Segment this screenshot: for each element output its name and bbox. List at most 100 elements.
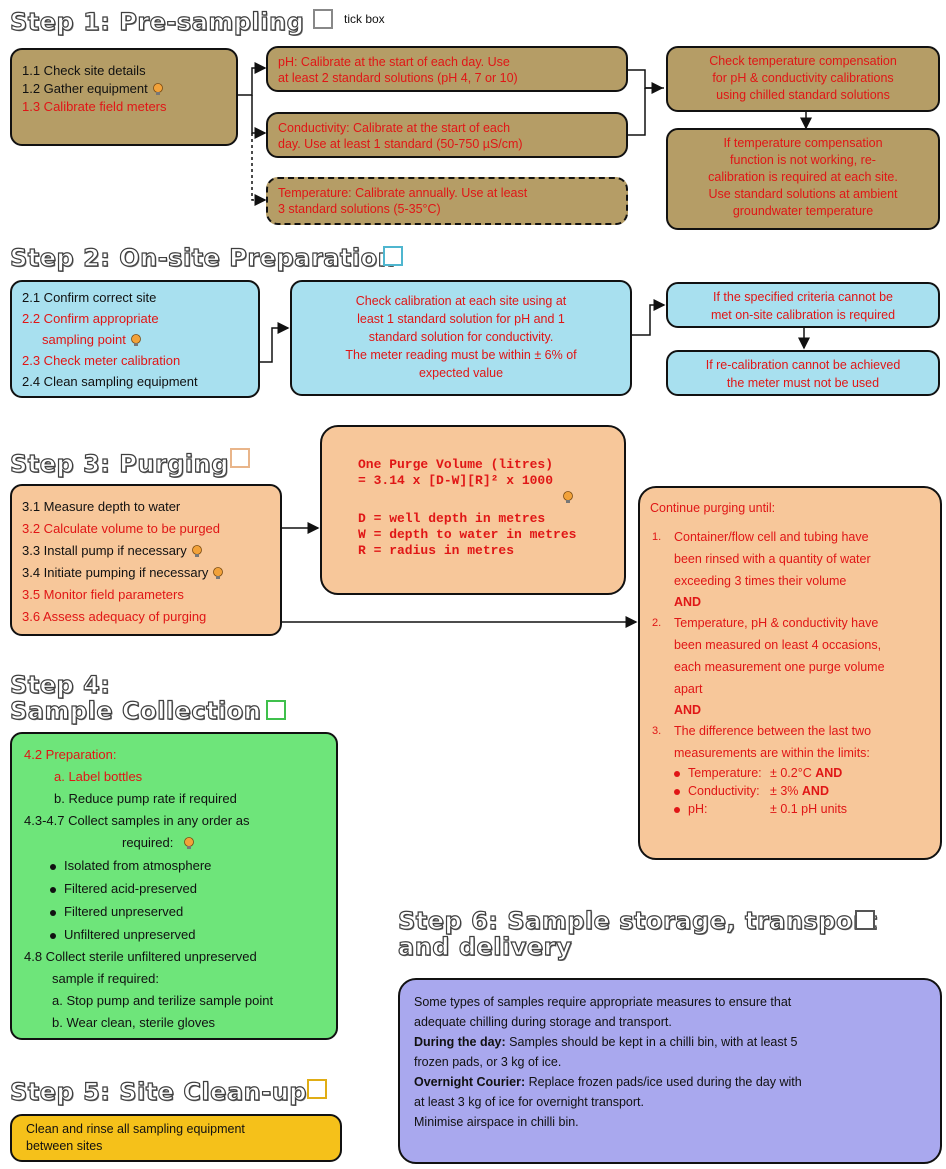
condition-2: 2. Temperature, pH & conductivity have b… xyxy=(650,612,930,720)
recalibration-box: If temperature compensation function is … xyxy=(666,128,940,230)
c2-line-4: apart xyxy=(674,682,703,696)
def-w: W = depth to water in metres xyxy=(358,527,577,542)
step6-title-line2: and delivery xyxy=(397,933,573,961)
criteria-line-2: met on-site calibration is required xyxy=(710,308,896,322)
c2-line-1: Temperature, pH & conductivity have xyxy=(674,616,879,630)
task-3-5: 3.5 Monitor field parameters xyxy=(22,587,184,602)
during-day-line-2: frozen pads, or 3 kg of ice. xyxy=(414,1055,562,1069)
task-3-3: 3.3 Install pump if necessary xyxy=(22,540,270,562)
storage-intro-2: adequate chilling during storage and tra… xyxy=(414,1015,672,1029)
check-line-1: Check calibration at each site using at xyxy=(355,294,567,308)
task-2-2-cont: sampling point xyxy=(22,329,248,350)
step2-tick-box[interactable] xyxy=(383,246,403,266)
cleanup-box: Clean and rinse all sampling equipment b… xyxy=(10,1114,342,1162)
lightbulb-icon xyxy=(184,837,195,850)
limit-conductivity: Conductivity:± 3% AND xyxy=(674,782,930,800)
lightbulb-icon xyxy=(213,567,224,580)
step1-tasks-box: 1.1 Check site details 1.2 Gather equipm… xyxy=(10,48,238,146)
task-4-2-b: b. Reduce pump rate if required xyxy=(54,791,237,806)
recalibration-line-5: groundwater temperature xyxy=(732,204,874,218)
cannot-line-2: the meter must not be used xyxy=(726,376,880,390)
recalibration-line-3: calibration is required at each site. xyxy=(708,170,898,184)
cleanup-line-2: between sites xyxy=(26,1139,103,1153)
task-2-3: 2.3 Check meter calibration xyxy=(22,353,181,368)
minimise-airspace: Minimise airspace in chilli bin. xyxy=(414,1115,579,1129)
purge-bulb-wrap xyxy=(358,489,610,504)
step1-tick-box[interactable] xyxy=(313,9,333,29)
step6-tick-box[interactable] xyxy=(855,910,875,930)
task-4-2: 4.2 Preparation: xyxy=(24,747,117,762)
courier-line-2: at least 3 kg of ice for overnight trans… xyxy=(414,1095,644,1109)
task-4-3-4-7: 4.3-4.7 Collect samples in any order as xyxy=(24,813,250,828)
step4-tick-box[interactable] xyxy=(266,700,286,720)
task-4-8-cont: sample if required: xyxy=(52,971,159,986)
storage-intro-1: Some types of samples require appropriat… xyxy=(414,995,792,1009)
conductivity-line-1: Conductivity: Calibrate at the start of … xyxy=(278,121,511,135)
temperature-line-2: 3 standard solutions (5-35°C) xyxy=(278,202,441,216)
task-3-6: 3.6 Assess adequacy of purging xyxy=(22,609,207,624)
check-line-4: The meter reading must be within ± 6% of xyxy=(345,348,577,362)
ph-line-2: at least 2 standard solutions (pH 4, 7 o… xyxy=(278,71,518,85)
step1-title: Step 1: Pre-sampling xyxy=(9,7,305,36)
formula-line-2: = 3.14 x [D-W][R]² x 1000 xyxy=(358,473,554,488)
recalibration-line-4: Use standard solutions at ambient xyxy=(708,187,898,201)
step5-tick-box[interactable] xyxy=(307,1079,327,1099)
task-2-1: 2.1 Confirm correct site xyxy=(22,290,157,305)
limit-ph: pH:± 0.1 pH units xyxy=(674,800,930,818)
step2-title: Step 2: On-site Preparation xyxy=(9,243,396,272)
check-line-3: standard solution for conductivity. xyxy=(368,330,554,344)
c2-line-3: each measurement one purge volume xyxy=(674,660,885,674)
condition-2-number: 2. xyxy=(652,617,662,629)
temperature-compensation-box: Check temperature compensation for pH & … xyxy=(666,46,940,112)
purge-volume-box: One Purge Volume (litres) = 3.14 x [D-W]… xyxy=(320,425,626,595)
sample-type-3: Filtered unpreserved xyxy=(24,900,324,923)
tick-box-label: tick box xyxy=(344,12,385,26)
lightbulb-icon xyxy=(130,334,141,347)
criteria-box: If the specified criteria cannot be met … xyxy=(666,282,940,328)
limit-temperature: Temperature:± 0.2°C AND xyxy=(674,764,930,782)
compensation-line-3: using chilled standard solutions xyxy=(716,88,890,102)
temperature-line-1: Temperature: Calibrate annually. Use at … xyxy=(278,186,528,200)
condition-1: 1. Container/flow cell and tubing have b… xyxy=(650,526,930,612)
c1-line-2: been rinsed with a quantity of water xyxy=(674,552,871,566)
def-r: R = radius in metres xyxy=(358,543,515,558)
criteria-line-1: If the specified criteria cannot be xyxy=(713,290,893,304)
step3-tick-box[interactable] xyxy=(230,448,250,468)
condition-3: 3. The difference between the last two m… xyxy=(650,720,930,818)
lightbulb-icon xyxy=(563,491,573,504)
step2-tasks-box: 2.1 Confirm correct site 2.2 Confirm app… xyxy=(10,280,260,398)
step5-title: Step 5: Site Clean-up xyxy=(9,1077,307,1106)
ph-calibration-box: pH: Calibrate at the start of each day. … xyxy=(266,46,628,92)
courier-line-1: Overnight Courier: Replace frozen pads/i… xyxy=(414,1075,802,1089)
task-2-4: 2.4 Clean sampling equipment xyxy=(22,374,198,389)
check-line-5: expected value xyxy=(418,366,504,380)
task-1-1: 1.1 Check site details xyxy=(22,63,146,78)
conductivity-line-2: day. Use at least 1 standard (50-750 µS/… xyxy=(278,137,523,151)
calibration-check-box: Check calibration at each site using at … xyxy=(290,280,632,396)
task-4-8-b: b. Wear clean, sterile gloves xyxy=(52,1015,216,1030)
task-2-2: 2.2 Confirm appropriate xyxy=(22,311,159,326)
task-1-2: 1.2 Gather equipment xyxy=(22,80,226,98)
compensation-line-1: Check temperature compensation xyxy=(709,54,897,68)
formula-line-1: One Purge Volume (litres) xyxy=(358,457,554,472)
task-1-3: 1.3 Calibrate field meters xyxy=(22,99,167,114)
sample-type-1: Isolated from atmosphere xyxy=(24,854,324,877)
ph-line-1: pH: Calibrate at the start of each day. … xyxy=(278,55,510,69)
step6-title-line1: Step 6: Sample storage, transport xyxy=(397,907,878,935)
c1-line-1: Container/flow cell and tubing have xyxy=(674,530,869,544)
recalibration-line-1: If temperature compensation xyxy=(723,136,883,150)
task-4-2-a: a. Label bottles xyxy=(54,769,143,784)
during-day-line-1: During the day: Samples should be kept i… xyxy=(414,1035,798,1049)
step3-tasks-box: 3.1 Measure depth to water 3.2 Calculate… xyxy=(10,484,282,636)
step4-title-line1: Step 4: xyxy=(9,671,111,699)
lightbulb-icon xyxy=(191,545,202,558)
c3-line-1: The difference between the last two xyxy=(674,724,872,738)
cannot-line-1: If re-calibration cannot be achieved xyxy=(705,358,901,372)
c2-line-2: been measured on least 4 occasions, xyxy=(674,638,882,652)
c3-line-2: measurements are within the limits: xyxy=(674,746,870,760)
continue-purging-box: Continue purging until: 1. Container/flo… xyxy=(638,486,942,860)
lightbulb-icon xyxy=(152,83,163,96)
def-d: D = well depth in metres xyxy=(358,511,546,526)
task-4-3-4-7-cont: required: xyxy=(24,832,324,854)
sample-type-2: Filtered acid-preserved xyxy=(24,877,324,900)
